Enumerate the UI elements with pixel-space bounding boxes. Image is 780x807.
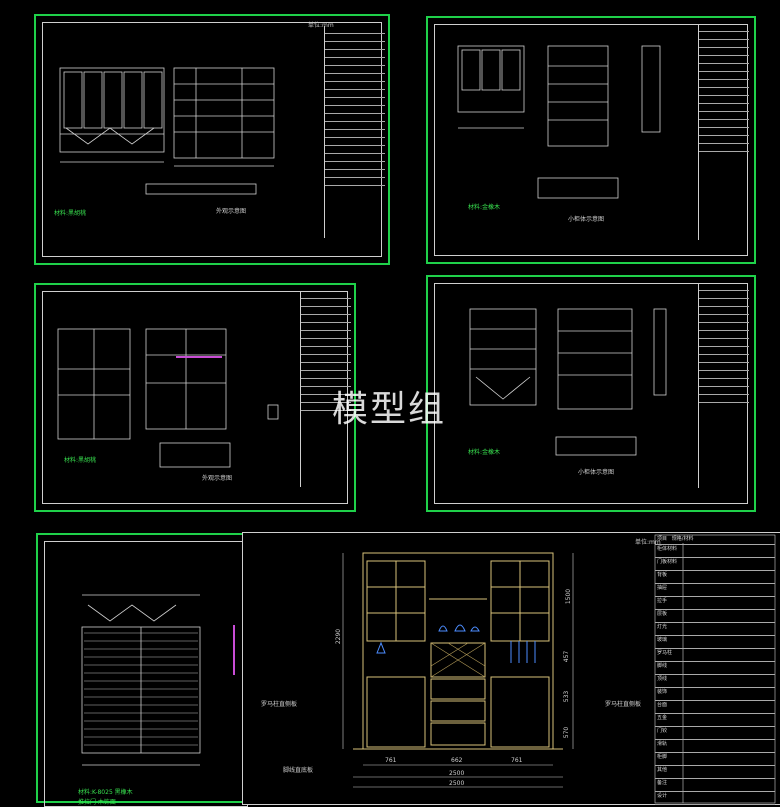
table-row: 其他 — [655, 766, 775, 779]
spec-table — [698, 24, 749, 240]
material-note: 材料:黑胡桃 — [54, 210, 87, 217]
dim-right: 761 — [511, 757, 523, 764]
table-row: 门板材料 — [655, 558, 775, 571]
material-note: 材料:黑胡桃 — [64, 457, 97, 464]
dim-total-2: 2500 — [449, 780, 465, 787]
unit-label: 单位:mm — [635, 539, 661, 546]
table-row: 背板 — [655, 571, 775, 584]
view-caption: 小柜体示意图 — [578, 469, 615, 476]
drawing-sheet-3: 材料:黑胡桃 外观示意图 — [34, 283, 356, 512]
spec-table — [324, 26, 385, 238]
dim-total: 2500 — [449, 770, 465, 777]
material-sub-note: 推拉门 木饰面 — [78, 799, 116, 806]
table-row: 门铰 — [655, 727, 775, 740]
table-row: 台面 — [655, 701, 775, 714]
table-row: 抽屉 — [655, 584, 775, 597]
dim-height-2: 1500 — [565, 588, 573, 605]
dim-height-5: 570 — [563, 726, 571, 739]
drawing-sheet-5: 材料:K-8025 黑橡木 推拉门 木饰面 — [36, 533, 256, 807]
main-spec-table: 项目 规格/材料 柜体材料 门板材料 背板 抽屉 拉手 层板 灯光 玻璃 罗马柱… — [655, 535, 775, 805]
table-row: 装饰 — [655, 688, 775, 701]
cabinet-elevation-drawing — [469, 308, 667, 456]
material-note: 材料:金橡木 — [468, 449, 501, 456]
dim-height-3: 457 — [563, 650, 571, 663]
table-row: 滑轨 — [655, 740, 775, 753]
dim-middle: 662 — [451, 757, 463, 764]
sheet-border — [42, 22, 382, 257]
table-row: 玻璃 — [655, 636, 775, 649]
table-row: 顶线 — [655, 675, 775, 688]
material-note: 材料:金橡木 — [468, 204, 501, 211]
table-row: 备注 — [655, 779, 775, 792]
table-row: 五金 — [655, 714, 775, 727]
view-caption: 外观示意图 — [202, 475, 233, 482]
sheet-border — [42, 291, 348, 504]
watermark-text: 模型组 — [332, 389, 447, 430]
left-annotation: 罗马柱直侧板 — [261, 701, 298, 708]
drawing-sheet-4: 材料:金橡木 小柜体示意图 — [426, 275, 756, 512]
table-header: 项目 规格/材料 — [655, 535, 775, 545]
dim-height-4: 533 — [563, 690, 571, 703]
sheet-border — [434, 283, 748, 504]
table-row: 罗马柱 — [655, 649, 775, 662]
table-row: 层板 — [655, 610, 775, 623]
table-row: 拉手 — [655, 597, 775, 610]
cabinet-elevation-drawing — [457, 45, 661, 199]
drawing-sheet-2: 材料:金橡木 小柜体示意图 — [426, 16, 756, 264]
material-note: 材料:K-8025 黑橡木 — [78, 789, 133, 796]
table-row: 脚线 — [655, 662, 775, 675]
sheet-border — [434, 24, 748, 256]
sliding-door-elevation-drawing — [81, 594, 235, 766]
table-row: 灯光 — [655, 623, 775, 636]
spec-table — [300, 291, 351, 487]
cabinet-elevation-drawing — [59, 67, 275, 195]
view-caption: 外观示意图 — [216, 208, 247, 215]
right-annotation: 罗马柱直侧板 — [605, 701, 642, 708]
dim-left: 761 — [385, 757, 397, 764]
table-row: 设计 — [655, 792, 775, 805]
table-row: 柜脚 — [655, 753, 775, 766]
drawing-sheet-1: 材料:黑胡桃 外观示意图 单位:mm — [34, 14, 390, 265]
table-row: 柜体材料 — [655, 545, 775, 558]
dim-height: 2290 — [335, 628, 343, 645]
display-cabinet-elevation — [342, 534, 776, 804]
main-cabinet-drawing: 单位:mm 罗马柱直侧板 罗马柱直侧板 脚线直底板 761 662 761 25… — [242, 532, 780, 805]
unit-label: 单位:mm — [308, 22, 334, 29]
view-caption: 小柜体示意图 — [568, 216, 605, 223]
spec-table — [698, 283, 749, 488]
bottom-annotation: 脚线直底板 — [283, 767, 314, 774]
wardrobe-elevation-drawing — [57, 328, 279, 468]
